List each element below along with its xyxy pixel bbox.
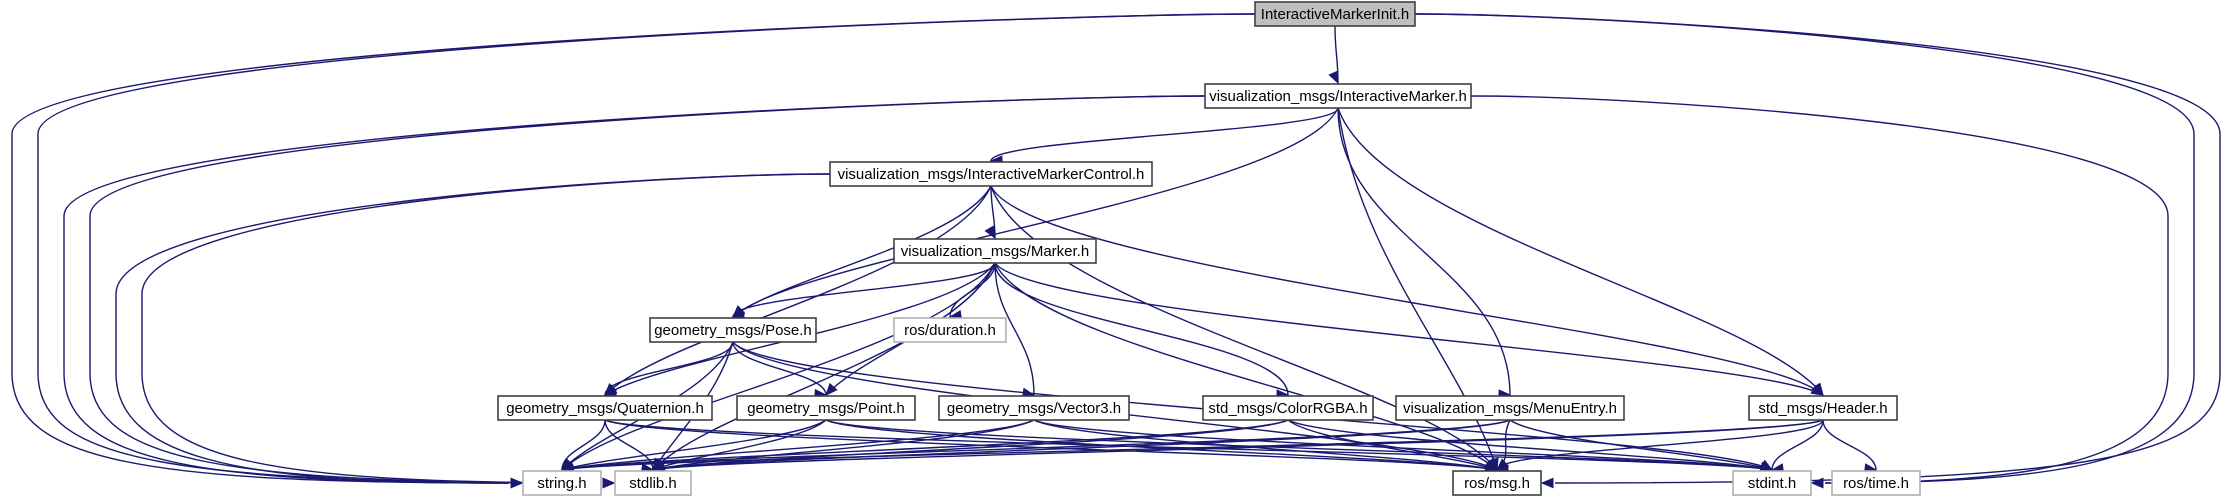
- edge-im-to-stdint-arrowhead: [1810, 477, 1824, 489]
- node-box-header[interactable]: [1748, 395, 1898, 421]
- node-label-pose: geometry_msgs/Pose.h: [654, 322, 812, 339]
- node-box-imc[interactable]: [829, 161, 1153, 187]
- edge-imc-to-pose: [732, 185, 992, 318]
- node-box-im[interactable]: [1204, 83, 1472, 109]
- edge-point-to-stdlibh: [652, 419, 827, 471]
- edge-root-to-stdint: [1414, 13, 2195, 484]
- node-box-marker[interactable]: [893, 238, 1097, 264]
- edge-marker-to-header-arrowhead: [1810, 384, 1825, 396]
- edge-marker-to-point-arrowhead: [825, 382, 838, 396]
- edge-im-to-pose: [732, 107, 1339, 318]
- graph-node-im[interactable]: visualization_msgs/InteractiveMarker.h: [1204, 83, 1472, 109]
- node-box-duration[interactable]: [893, 317, 1007, 343]
- edge-vector3-to-stdint: [1033, 419, 1773, 471]
- node-box-point[interactable]: [736, 395, 916, 421]
- node-label-duration: ros/duration.h: [904, 322, 996, 339]
- edge-marker-to-rosmsg: [994, 262, 1498, 471]
- edge-quaternion-to-stringh: [561, 419, 606, 471]
- graph-node-stringh[interactable]: string.h: [522, 470, 602, 496]
- edge-point-to-stdint: [825, 419, 1773, 471]
- edge-colorrgba-to-stdlibh: [652, 419, 1289, 471]
- graph-node-rosmsg[interactable]: ros/msg.h: [1452, 470, 1542, 496]
- edge-im-to-stdint: [1470, 95, 2169, 484]
- edge-header-to-rosmsg: [1496, 419, 1824, 471]
- node-box-vector3[interactable]: [938, 395, 1130, 421]
- edge-marker-to-pose: [732, 262, 996, 318]
- node-box-colorrgba[interactable]: [1202, 395, 1374, 421]
- node-box-stringh[interactable]: [522, 470, 602, 496]
- edge-vector3-to-stdlibh: [652, 419, 1035, 471]
- edge-imc-to-stdlibh: [141, 173, 831, 484]
- graph-node-stdlibh[interactable]: stdlib.h: [614, 470, 692, 496]
- node-label-root: InteractiveMarkerInit.h: [1261, 6, 1409, 23]
- edge-imc-to-stdlibh-arrowhead: [602, 477, 616, 489]
- edge-marker-to-stdlibh: [652, 262, 996, 471]
- edge-point-to-rosmsg: [825, 419, 1498, 471]
- graph-node-stdint[interactable]: stdint.h: [1732, 470, 1812, 496]
- graph-node-pose[interactable]: geometry_msgs/Pose.h: [649, 317, 817, 343]
- edge-header-to-rostime: [1822, 419, 1877, 471]
- edge-imc-to-quaternion: [604, 185, 992, 396]
- node-label-rostime: ros/time.h: [1843, 475, 1909, 492]
- edge-pose-to-point: [732, 341, 827, 396]
- graph-node-imc[interactable]: visualization_msgs/InteractiveMarkerCont…: [829, 161, 1153, 187]
- edge-vector3-to-stringh: [561, 419, 1035, 471]
- node-box-quaternion[interactable]: [497, 395, 713, 421]
- graph-node-duration[interactable]: ros/duration.h: [893, 317, 1007, 343]
- graph-node-colorrgba[interactable]: std_msgs/ColorRGBA.h: [1202, 395, 1374, 421]
- edge-imc-to-header: [990, 185, 1824, 396]
- node-label-stringh: string.h: [537, 475, 586, 492]
- edge-layer: [11, 13, 2221, 489]
- node-label-imc: visualization_msgs/InteractiveMarkerCont…: [838, 166, 1145, 183]
- graph-node-quaternion[interactable]: geometry_msgs/Quaternion.h: [497, 395, 713, 421]
- graph-node-root[interactable]: InteractiveMarkerInit.h: [1254, 1, 1416, 27]
- edge-colorrgba-to-rosmsg: [1287, 419, 1498, 471]
- edge-pose-to-quaternion: [604, 341, 734, 396]
- node-label-quaternion: geometry_msgs/Quaternion.h: [506, 400, 704, 417]
- graph-node-rostime[interactable]: ros/time.h: [1831, 470, 1921, 496]
- edge-colorrgba-to-stdint: [1287, 419, 1773, 471]
- edge-imc-to-marker-arrowhead: [984, 225, 996, 240]
- node-box-stdint[interactable]: [1732, 470, 1812, 496]
- node-label-stdlibh: stdlib.h: [629, 475, 677, 492]
- edge-marker-to-stringh: [561, 262, 996, 471]
- edge-imc-to-rosmsg: [990, 185, 1498, 471]
- edge-marker-to-colorrgba: [994, 262, 1289, 396]
- node-label-point: geometry_msgs/Point.h: [747, 400, 905, 417]
- edge-imc-to-marker: [990, 185, 996, 239]
- node-label-menuentry: visualization_msgs/MenuEntry.h: [1403, 400, 1617, 417]
- node-label-im: visualization_msgs/InteractiveMarker.h: [1209, 88, 1467, 105]
- graph-node-vector3[interactable]: geometry_msgs/Vector3.h: [938, 395, 1130, 421]
- node-label-stdint: stdint.h: [1748, 475, 1796, 492]
- edge-marker-to-vector3: [994, 262, 1035, 396]
- edge-root-to-rosmsg-arrowhead: [1540, 477, 1554, 489]
- graph-node-menuentry[interactable]: visualization_msgs/MenuEntry.h: [1395, 395, 1625, 421]
- graph-node-marker[interactable]: visualization_msgs/Marker.h: [893, 238, 1097, 264]
- node-box-stdlibh[interactable]: [614, 470, 692, 496]
- edge-im-to-header: [1337, 107, 1824, 396]
- edge-marker-to-header: [994, 262, 1824, 396]
- graph-node-point[interactable]: geometry_msgs/Point.h: [736, 395, 916, 421]
- node-box-pose[interactable]: [649, 317, 817, 343]
- node-box-rostime[interactable]: [1831, 470, 1921, 496]
- node-layer: InteractiveMarkerInit.h visualization_msg…: [497, 1, 1921, 496]
- node-label-colorrgba: std_msgs/ColorRGBA.h: [1208, 400, 1367, 417]
- node-label-marker: visualization_msgs/Marker.h: [901, 243, 1089, 260]
- node-label-vector3: geometry_msgs/Vector3.h: [947, 400, 1121, 417]
- node-label-header: std_msgs/Header.h: [1758, 400, 1887, 417]
- node-box-root[interactable]: [1254, 1, 1416, 27]
- node-label-rosmsg: ros/msg.h: [1464, 475, 1530, 492]
- edge-root-to-im-arrowhead: [1328, 70, 1339, 85]
- graph-node-header[interactable]: std_msgs/Header.h: [1748, 395, 1898, 421]
- edge-im-to-imc: [990, 107, 1339, 162]
- edge-im-to-menuentry: [1337, 107, 1511, 396]
- edge-menuentry-to-stdlibh: [652, 419, 1511, 471]
- node-box-rosmsg[interactable]: [1452, 470, 1542, 496]
- node-box-menuentry[interactable]: [1395, 395, 1625, 421]
- edge-header-to-stdint: [1771, 419, 1824, 471]
- edge-header-to-stdlibh: [652, 419, 1824, 471]
- edge-point-to-stringh: [561, 419, 827, 471]
